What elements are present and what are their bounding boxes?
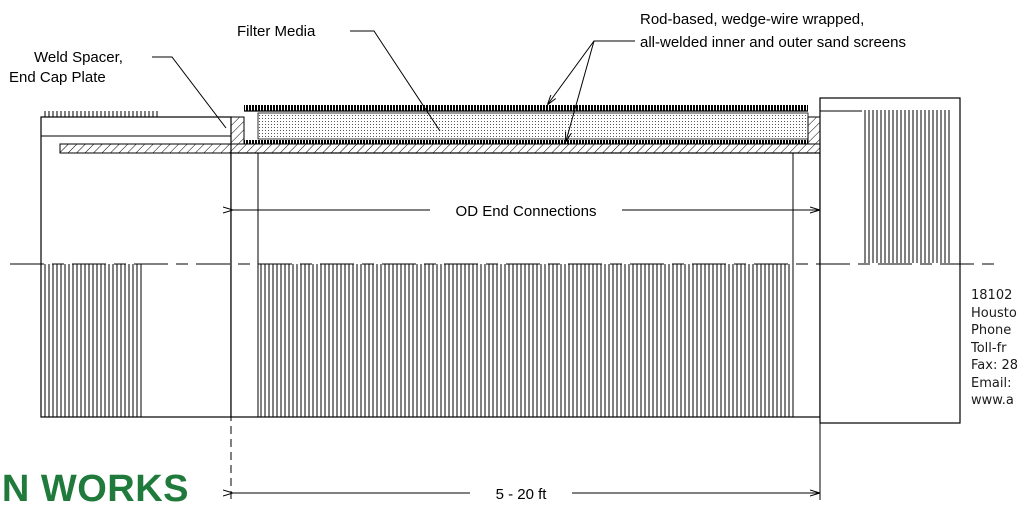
filter-media bbox=[257, 112, 809, 140]
contact-toll-free: Toll-fr bbox=[971, 340, 1007, 356]
weld-spacer-right bbox=[807, 116, 821, 145]
contact-email: Email: bbox=[971, 375, 1012, 391]
weld-spacer-callout: Weld Spacer, End Cap Plate bbox=[9, 49, 227, 129]
weld-spacer-label-line1: Weld Spacer, bbox=[34, 49, 123, 66]
left-pin-end bbox=[40, 111, 232, 418]
base-pipe-wall bbox=[59, 143, 821, 154]
weld-spacer-label-line2: End Cap Plate bbox=[9, 69, 106, 86]
contact-info: 18102 Housto Phone Toll-fr Fax: 28 Email… bbox=[971, 287, 1022, 410]
company-logo: EN WORKS bbox=[0, 470, 212, 508]
sand-screens-callout: Rod-based, wedge-wire wrapped, all-welde… bbox=[548, 11, 906, 141]
contact-address: 18102 bbox=[971, 288, 1013, 303]
filter-media-label: Filter Media bbox=[237, 23, 316, 40]
weld-spacer-left bbox=[230, 116, 245, 145]
length-label: 5 - 20 ft bbox=[496, 486, 548, 503]
od-end-connections-dimension: OD End Connections bbox=[232, 203, 819, 220]
sand-screen-assembly bbox=[244, 105, 809, 144]
length-dimension: 5 - 20 ft bbox=[232, 423, 821, 503]
company-logo-text: EN WORKS bbox=[0, 470, 189, 508]
sand-screens-label-line2: all-welded inner and outer sand screens bbox=[640, 34, 906, 51]
contact-phone: Phone bbox=[971, 323, 1012, 338]
od-end-connections-label: OD End Connections bbox=[456, 203, 597, 220]
sand-screens-label-line1: Rod-based, wedge-wire wrapped, bbox=[640, 11, 864, 28]
contact-fax: Fax: 28 bbox=[971, 358, 1018, 373]
filter-media-callout: Filter Media bbox=[237, 23, 441, 132]
screen-body bbox=[230, 152, 821, 418]
contact-city: Housto bbox=[971, 305, 1017, 321]
contact-web: www.a bbox=[971, 393, 1014, 408]
right-coupling bbox=[819, 97, 961, 424]
